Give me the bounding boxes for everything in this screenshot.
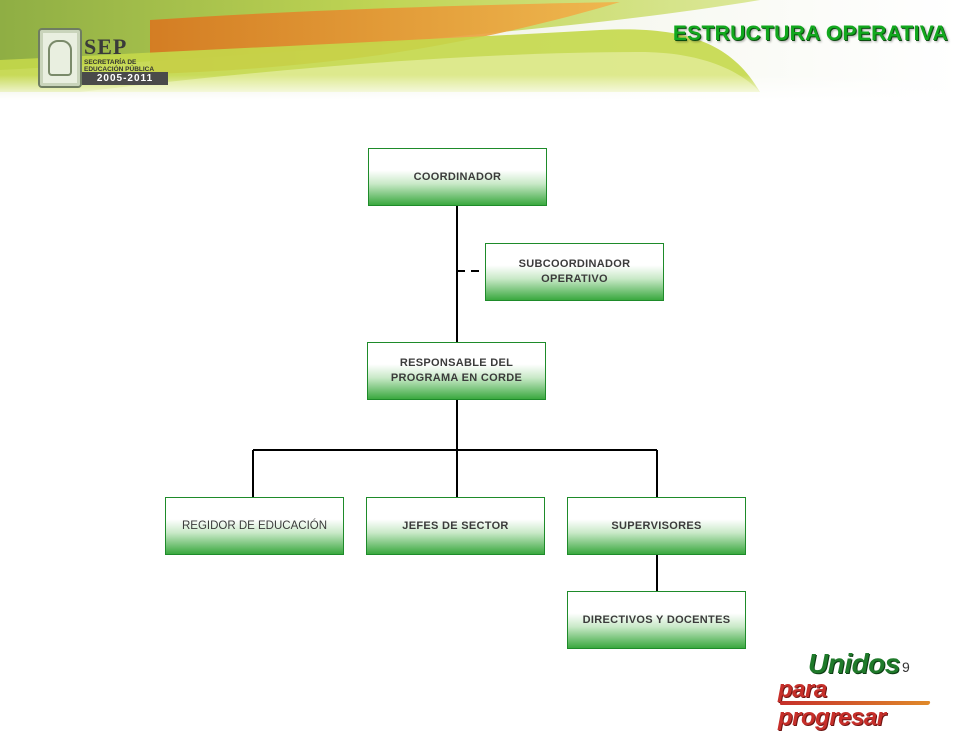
slogan-logo: Unidos para progresar	[776, 646, 932, 731]
logo-subtitle: SECRETARÍA DE EDUCACIÓN PÚBLICA	[84, 59, 155, 73]
page-title: ESTRUCTURA OPERATIVA	[672, 22, 948, 45]
header-banner	[0, 0, 960, 100]
logo-years: 2005-2011	[82, 72, 168, 85]
node-jefes-label: JEFES DE SECTOR	[402, 519, 509, 532]
node-subcoordinador-label: SUBCOORDINADOR OPERATIVO	[518, 258, 631, 285]
node-regidor: REGIDOR DE EDUCACIÓN	[165, 497, 344, 555]
node-supervisores: SUPERVISORES	[567, 497, 746, 555]
node-jefes: JEFES DE SECTOR	[366, 497, 545, 555]
node-responsable: RESPONSABLE DEL PROGRAMA EN CORDE	[367, 342, 546, 400]
node-directivos-label: DIRECTIVOS Y DOCENTES	[582, 613, 731, 626]
node-coordinador-label: COORDINADOR	[413, 170, 502, 183]
node-directivos: DIRECTIVOS Y DOCENTES	[567, 591, 746, 649]
sep-logo: SEP SECRETARÍA DE EDUCACIÓN PÚBLICA 2005…	[38, 28, 173, 88]
node-responsable-label: RESPONSABLE DEL PROGRAMA EN CORDE	[390, 357, 523, 384]
slogan-swoosh-icon	[779, 701, 931, 705]
node-coordinador: COORDINADOR	[368, 148, 547, 206]
node-regidor-label: REGIDOR DE EDUCACIÓN	[181, 519, 328, 532]
node-supervisores-label: SUPERVISORES	[611, 519, 702, 532]
slogan-line1: Unidos	[808, 648, 900, 679]
page-number: 9	[902, 659, 910, 675]
logo-acronym: SEP	[84, 34, 128, 59]
national-seal-icon	[38, 28, 82, 88]
node-subcoordinador: SUBCOORDINADOR OPERATIVO	[485, 243, 664, 301]
